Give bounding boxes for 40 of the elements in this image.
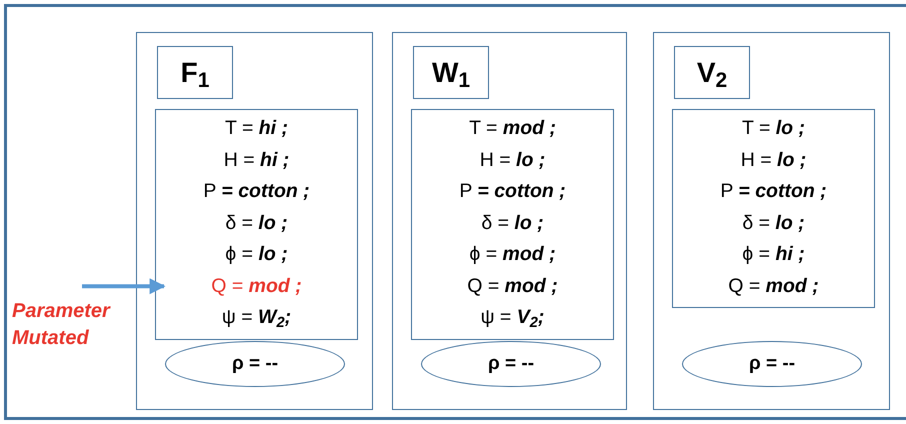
parameter-line: P = cotton ;: [412, 176, 613, 208]
arrow: [82, 278, 166, 294]
title-box: [674, 46, 750, 99]
parameter-line: ϕ = lo ;: [156, 239, 357, 270]
parameter-box: [411, 109, 614, 340]
title-box: [413, 46, 489, 99]
parameter-line: H = lo ;: [412, 144, 613, 176]
parameter-line: Q = mod ;: [412, 270, 613, 302]
parameter-line: H = lo ;: [673, 144, 874, 176]
parameter-line: δ = lo ;: [156, 208, 357, 239]
parameter-box: [155, 109, 358, 340]
result-ellipse: [421, 341, 601, 387]
parameter-line: H = hi ;: [156, 144, 357, 176]
result-text: ρ = --: [748, 352, 796, 376]
parameter-line: T = hi ;: [156, 113, 357, 144]
parameter-line: P = cotton ;: [156, 176, 357, 208]
parameter-line: δ = lo ;: [673, 208, 874, 239]
parameter-line: T = lo ;: [673, 113, 874, 144]
result-text: ρ = --: [232, 352, 278, 376]
column-panel: [392, 32, 627, 410]
node-title: W$_{1}$: [432, 58, 470, 86]
parameter-line: ϕ = mod ;: [412, 239, 613, 270]
parameter-line: T = mod ;: [412, 113, 613, 144]
column-panel: [653, 32, 890, 410]
parameter-line: δ = lo ;: [412, 208, 613, 239]
parameter-line: ψ = W$_{2}$;: [156, 302, 357, 334]
result-ellipse: [682, 341, 862, 387]
annotation-text: Parameter Mutated: [12, 298, 142, 358]
parameter-line: ψ = V$_{2}$;: [412, 302, 613, 334]
parameter-line: Q = mod ;: [673, 270, 874, 302]
column-panel: [136, 32, 373, 410]
result-text: ρ = --: [488, 352, 534, 376]
parameter-box: [672, 109, 875, 308]
parameter-line: Q = mod ;: [156, 270, 357, 302]
parameter-line: ϕ = hi ;: [673, 239, 874, 270]
parameter-line: P = cotton ;: [673, 176, 874, 208]
result-ellipse: [165, 341, 345, 387]
node-title: F$_{1}$: [180, 58, 210, 86]
node-title: V$_{2}$: [696, 58, 728, 86]
title-box: [157, 46, 233, 99]
